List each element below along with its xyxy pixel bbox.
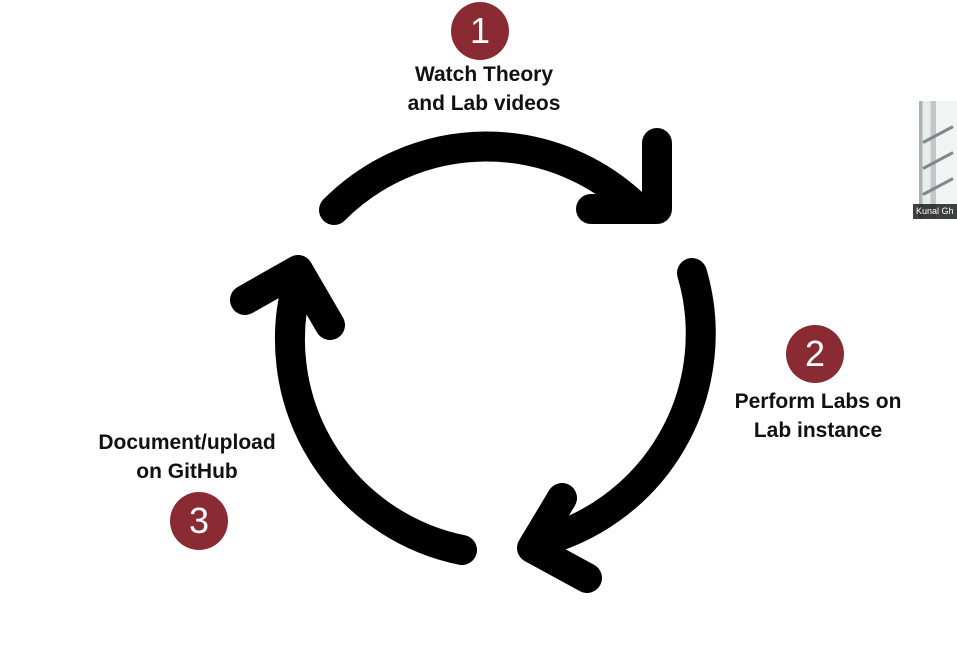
step-3-label: Document/upload on GitHub [77,428,297,486]
step-3-badge: 3 [170,492,228,550]
step-2-label-line-2: Lab instance [753,419,883,442]
participant-video-tile[interactable]: Kunal Gh [913,101,957,219]
cycle-arrow-left [274,266,477,565]
cycle-arrow-top-head [576,128,672,224]
step-2-label-line-1: Perform Labs on [734,390,902,413]
cycle-arrow-top [319,131,652,225]
cycle-arrow-left-head [230,255,345,340]
cycle-arrow-right-head [517,483,602,593]
step-1-label-line-1: Watch Theory [414,63,554,86]
step-2-label: Perform Labs on Lab instance [708,387,928,445]
step-1-label-line-2: and Lab videos [407,92,561,115]
step-3-label-line-2: on GitHub [136,460,238,483]
step-2-badge: 2 [786,325,844,383]
step-1-label: Watch Theory and Lab videos [374,60,594,118]
step-3-label-line-1: Document/upload [98,431,276,454]
participant-name-tag: Kunal Gh [913,204,957,219]
cycle-arrow-right [520,258,716,558]
step-1-badge: 1 [451,2,509,60]
